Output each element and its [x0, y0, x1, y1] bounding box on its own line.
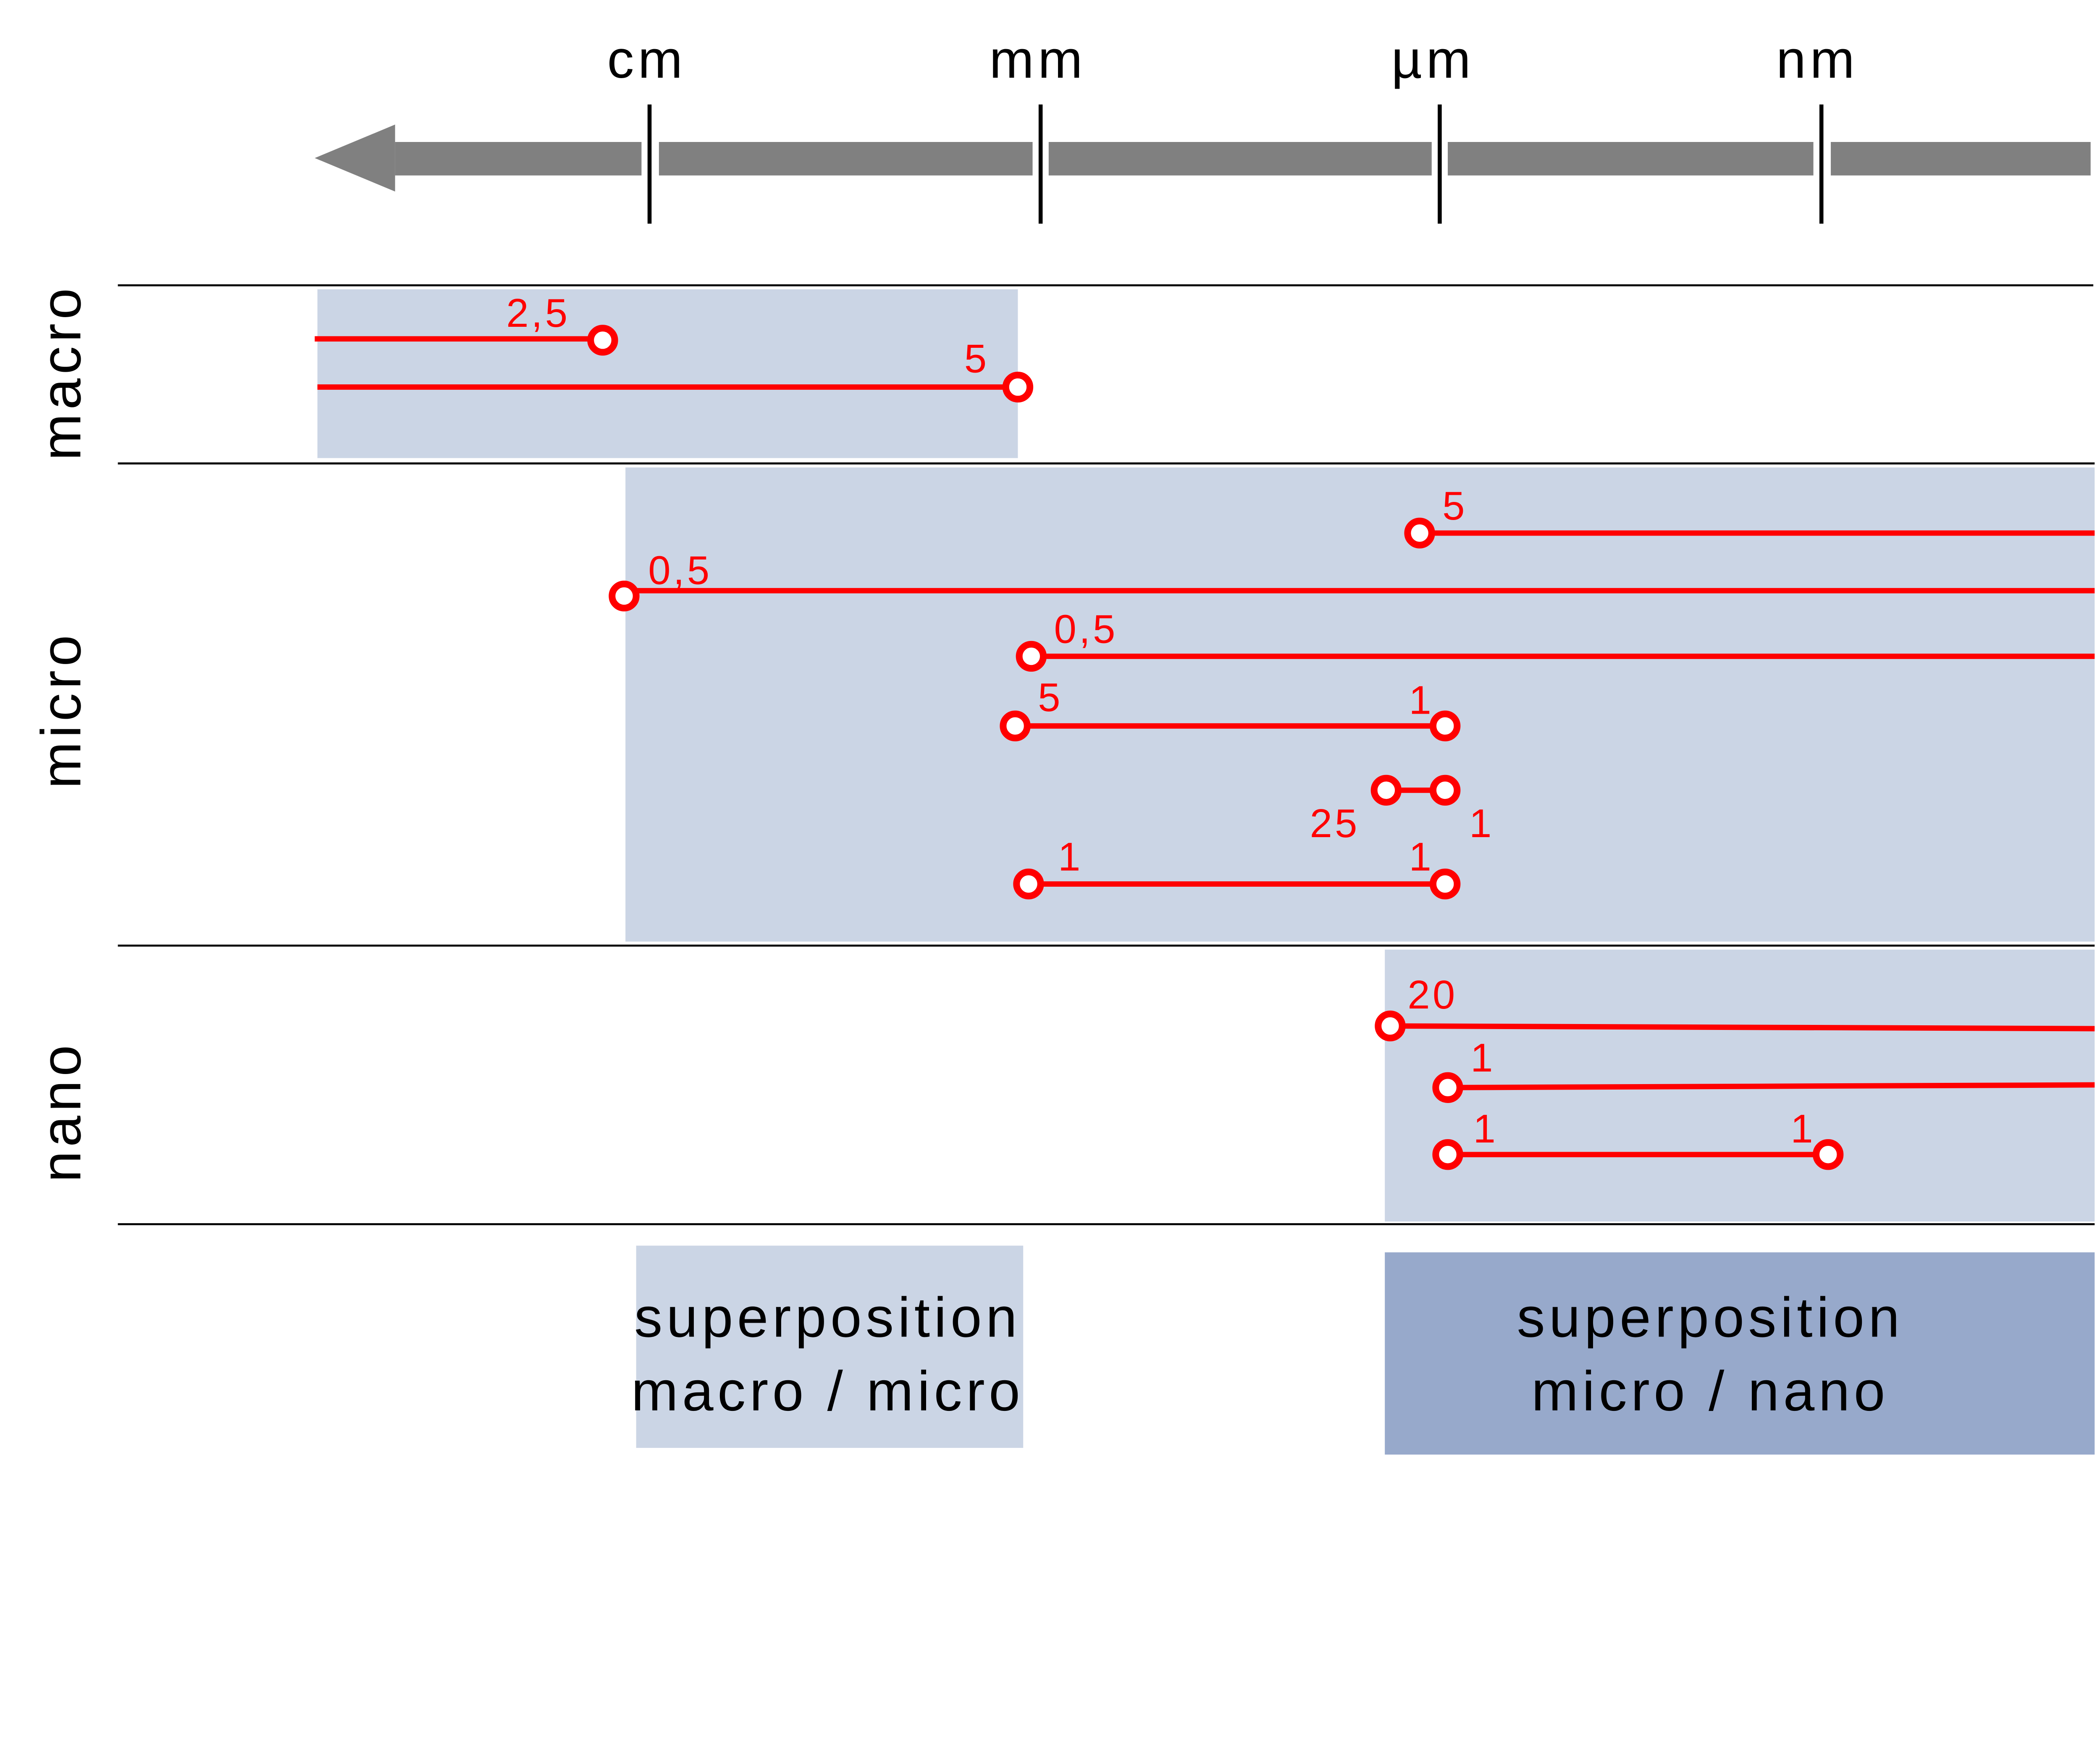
endpoint-marker	[1430, 775, 1461, 806]
endpoint-marker	[1013, 868, 1044, 900]
unit-label-cm: cm	[607, 30, 687, 89]
endpoint-marker	[1432, 1139, 1463, 1170]
row-label-macro: macro	[30, 284, 92, 461]
micro-band	[625, 467, 2095, 942]
segment-label: 5	[1442, 483, 1467, 528]
superposition-sublabel: micro / nano	[1531, 1360, 1889, 1423]
macro-band	[317, 289, 1018, 458]
segment-label: 1	[1470, 1035, 1496, 1080]
micro-segment: 0,5	[1016, 607, 2095, 672]
nano-segment: 1	[1432, 1035, 2095, 1103]
macro-segment: 5	[317, 336, 1034, 403]
endpoint-marker	[609, 580, 640, 612]
endpoint-marker	[1002, 371, 1034, 403]
unit-label-um: µm	[1391, 30, 1475, 89]
endpoint-marker	[1000, 710, 1031, 741]
superposition-label: superposition	[634, 1286, 1021, 1349]
segment-label: 5	[964, 336, 990, 381]
endpoint-marker	[1813, 1139, 1844, 1170]
endpoint-marker	[1404, 517, 1435, 549]
segment-label: 1	[1409, 678, 1434, 723]
endpoint-marker	[1432, 1072, 1463, 1103]
scale-diagram: cm mm µm nm macro micro nano 2,5 5 5 0,5…	[30, 30, 2095, 1455]
superposition-sublabel: macro / micro	[631, 1360, 1024, 1423]
micro-segment: 25 1	[1310, 775, 1494, 846]
segment-label: 5	[1038, 675, 1063, 720]
segment-label: 1	[1473, 1106, 1499, 1151]
row-dividers	[118, 284, 2095, 1225]
micro-segment: 1 1	[1013, 835, 1461, 900]
endpoint-marker	[1370, 775, 1402, 806]
segment-label: 20	[1407, 972, 1457, 1017]
segment-label: 1	[1790, 1106, 1816, 1151]
segment-label: 1	[1058, 835, 1083, 880]
nano-segment: 20	[1375, 972, 2095, 1042]
superposition-label: superposition	[1517, 1286, 1904, 1349]
row-label-micro: micro	[30, 631, 92, 788]
segment-label: 25	[1310, 801, 1360, 846]
scale-arrow: cm mm µm nm	[315, 30, 2091, 224]
endpoint-marker	[587, 325, 618, 356]
superposition-macro-micro: superposition macro / micro	[631, 1245, 1024, 1448]
segment-label: 2,5	[506, 291, 570, 336]
micro-segment: 0,5	[609, 548, 2095, 612]
endpoint-marker	[1430, 710, 1461, 741]
macro-segment: 2,5	[315, 291, 618, 356]
unit-label-mm: mm	[989, 30, 1087, 89]
micro-segment: 5 1	[1000, 675, 1461, 741]
row-label-nano: nano	[30, 1041, 92, 1182]
nano-segment: 1 1	[1432, 1106, 1844, 1170]
diagram-canvas: cm mm µm nm macro micro nano 2,5 5 5 0,5…	[30, 30, 2095, 1455]
endpoint-marker	[1016, 641, 1047, 672]
unit-label-nm: nm	[1776, 30, 1858, 89]
segment-label: 0,5	[648, 548, 712, 593]
arrow-head	[315, 124, 395, 192]
superposition-micro-nano: superposition micro / nano	[1385, 1252, 2095, 1455]
endpoint-marker	[1375, 1010, 1406, 1042]
endpoint-marker	[1430, 868, 1461, 900]
arrow-shaft	[395, 142, 2091, 176]
segment-label: 0,5	[1054, 607, 1118, 652]
segment-label: 1	[1469, 801, 1494, 846]
segment-label: 1	[1409, 835, 1434, 880]
micro-segment: 5	[1404, 483, 2095, 549]
